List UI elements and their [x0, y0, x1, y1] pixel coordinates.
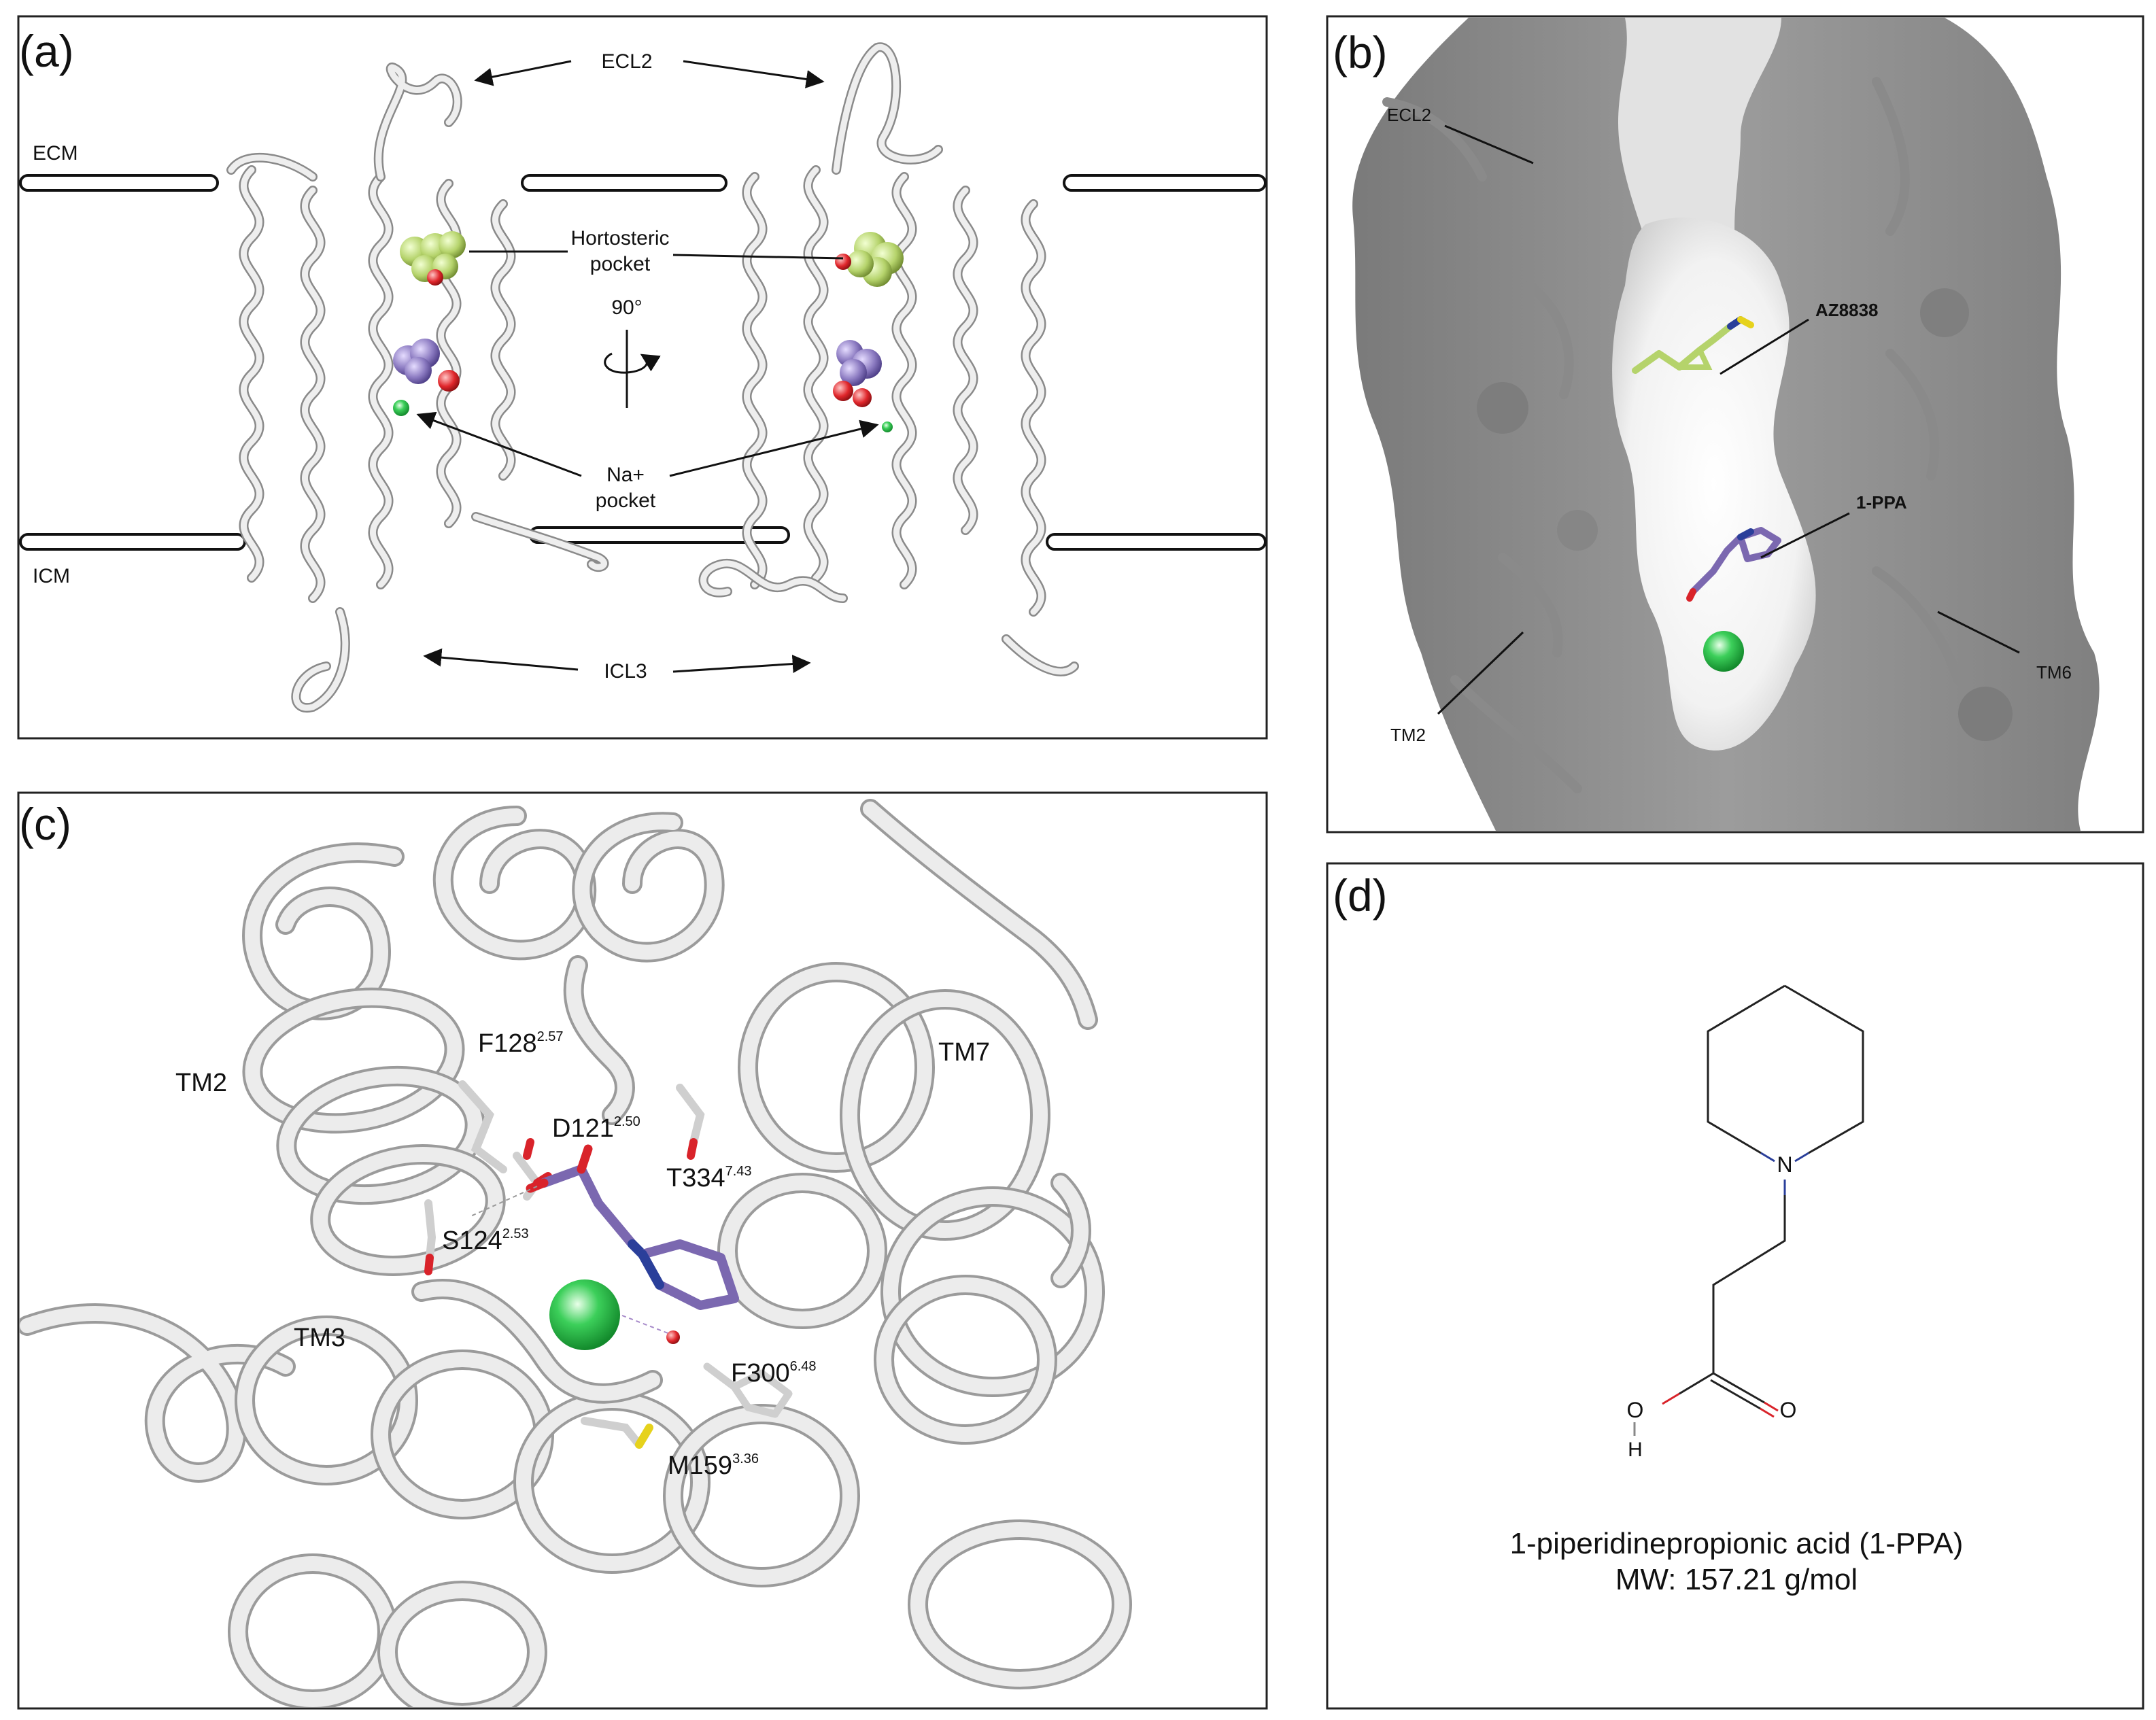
panel-a-annotations: ECL2 ECM ICM Hortosteric pocket 90° Na+ … [33, 50, 879, 683]
ligands-right [833, 232, 904, 432]
molecular-weight: MW: 157.21 g/mol [1615, 1563, 1858, 1596]
ecm-membrane-right [1063, 174, 1267, 192]
panel-a: ECL2 ECM ICM Hortosteric pocket 90° Na+ … [17, 15, 1268, 740]
ppa-label: 1-PPA [1856, 492, 1907, 513]
icl3-label: ICL3 [604, 660, 647, 683]
helix-render [20, 799, 1132, 1707]
ecl2-label: ECL2 [601, 50, 652, 73]
panel-b: ECL2 AZ8838 1-PPA TM2 TM6 (b) [1326, 15, 2144, 833]
tm6-label-b: TM6 [2036, 662, 2072, 683]
oxygen-sphere [427, 269, 443, 286]
ppa-sphere [405, 357, 432, 384]
tm7-label-c: TM7 [938, 1038, 990, 1067]
upper-cleft [1618, 18, 1781, 286]
f128-stick [458, 1080, 507, 1173]
panel-d-frame [1326, 862, 2144, 1710]
oxygen-sphere [438, 370, 460, 392]
atom-o-carbonyl: O [1780, 1398, 1797, 1422]
residue-label-f300: F3006.48 [731, 1359, 817, 1388]
surface-render [1352, 18, 2100, 831]
icm-membrane-left [19, 533, 246, 551]
ppa-ligand [526, 1144, 739, 1310]
residue-label-t334: T3347.43 [666, 1164, 752, 1192]
ppa-sphere [840, 359, 867, 386]
az8838-stick [1632, 323, 1734, 374]
residue-label-s124: S1242.53 [442, 1226, 529, 1255]
f300-stick [703, 1362, 793, 1418]
panel-c: TM2 TM3 TM7 F1282.57 D1212.50 T3347.43 S… [17, 791, 1268, 1710]
oxygen-sphere [833, 381, 853, 401]
ecl2-label-b: ECL2 [1387, 105, 1431, 125]
structure-1ppa: N O O H [1627, 984, 1864, 1461]
m159-stick [581, 1417, 643, 1449]
sodium-sphere [393, 400, 409, 416]
receptor-left-ribbon [226, 63, 609, 713]
az8838-sphere [846, 250, 874, 277]
residue-label-f128: F1282.57 [478, 1029, 564, 1058]
icm-label: ICM [33, 565, 70, 587]
residue-label-m159: M1593.36 [668, 1451, 759, 1480]
binding-cavity [1612, 218, 1816, 751]
na-label-2: pocket [596, 489, 656, 512]
oxygen-sphere [835, 254, 851, 270]
icm-membrane-right [1046, 533, 1267, 551]
atom-n: N [1777, 1152, 1792, 1177]
ecm-membrane-middle [521, 174, 728, 192]
tm2-label-c: TM2 [175, 1069, 227, 1097]
tm2-label-b: TM2 [1390, 725, 1426, 745]
receptor-right-ribbon [698, 42, 1079, 676]
az8838-label: AZ8838 [1815, 300, 1879, 320]
tm3-label-c: TM3 [294, 1324, 345, 1352]
oxygen-sphere [853, 388, 872, 407]
hortosteric-label-2: pocket [590, 253, 651, 275]
ecm-label: ECM [33, 142, 78, 165]
ligands-left [393, 231, 466, 416]
panel-d: N O O H 1-piperidinepropionic acid (1-PP… [1326, 862, 2144, 1710]
t334-stick [676, 1084, 705, 1146]
sodium-sphere [549, 1279, 620, 1350]
panel-b-letter: (b) [1333, 27, 1388, 78]
compound-name: 1-piperidinepropionic acid (1-PPA) [1510, 1527, 1964, 1560]
sodium-sphere [1703, 631, 1744, 672]
panel-a-frame [17, 15, 1268, 740]
atom-h: H [1628, 1439, 1643, 1461]
ecm-membrane-left [19, 174, 219, 192]
s124-stick [424, 1199, 437, 1262]
ppa-stick [1690, 527, 1781, 595]
residue-label-d121: D1212.50 [552, 1114, 640, 1143]
rotation-label: 90° [611, 296, 642, 319]
sodium-sphere [882, 422, 893, 432]
na-label-1: Na+ [606, 464, 645, 486]
panel-c-letter: (c) [19, 799, 71, 849]
rotation-arrow-icon [604, 352, 661, 374]
water-oxygen [666, 1330, 680, 1344]
panel-d-letter: (d) [1333, 870, 1388, 921]
panel-a-letter: (a) [19, 26, 74, 76]
az8838-sphere [439, 231, 466, 258]
atom-o-hydroxyl: O [1627, 1398, 1644, 1422]
hortosteric-label-1: Hortosteric [570, 227, 669, 250]
